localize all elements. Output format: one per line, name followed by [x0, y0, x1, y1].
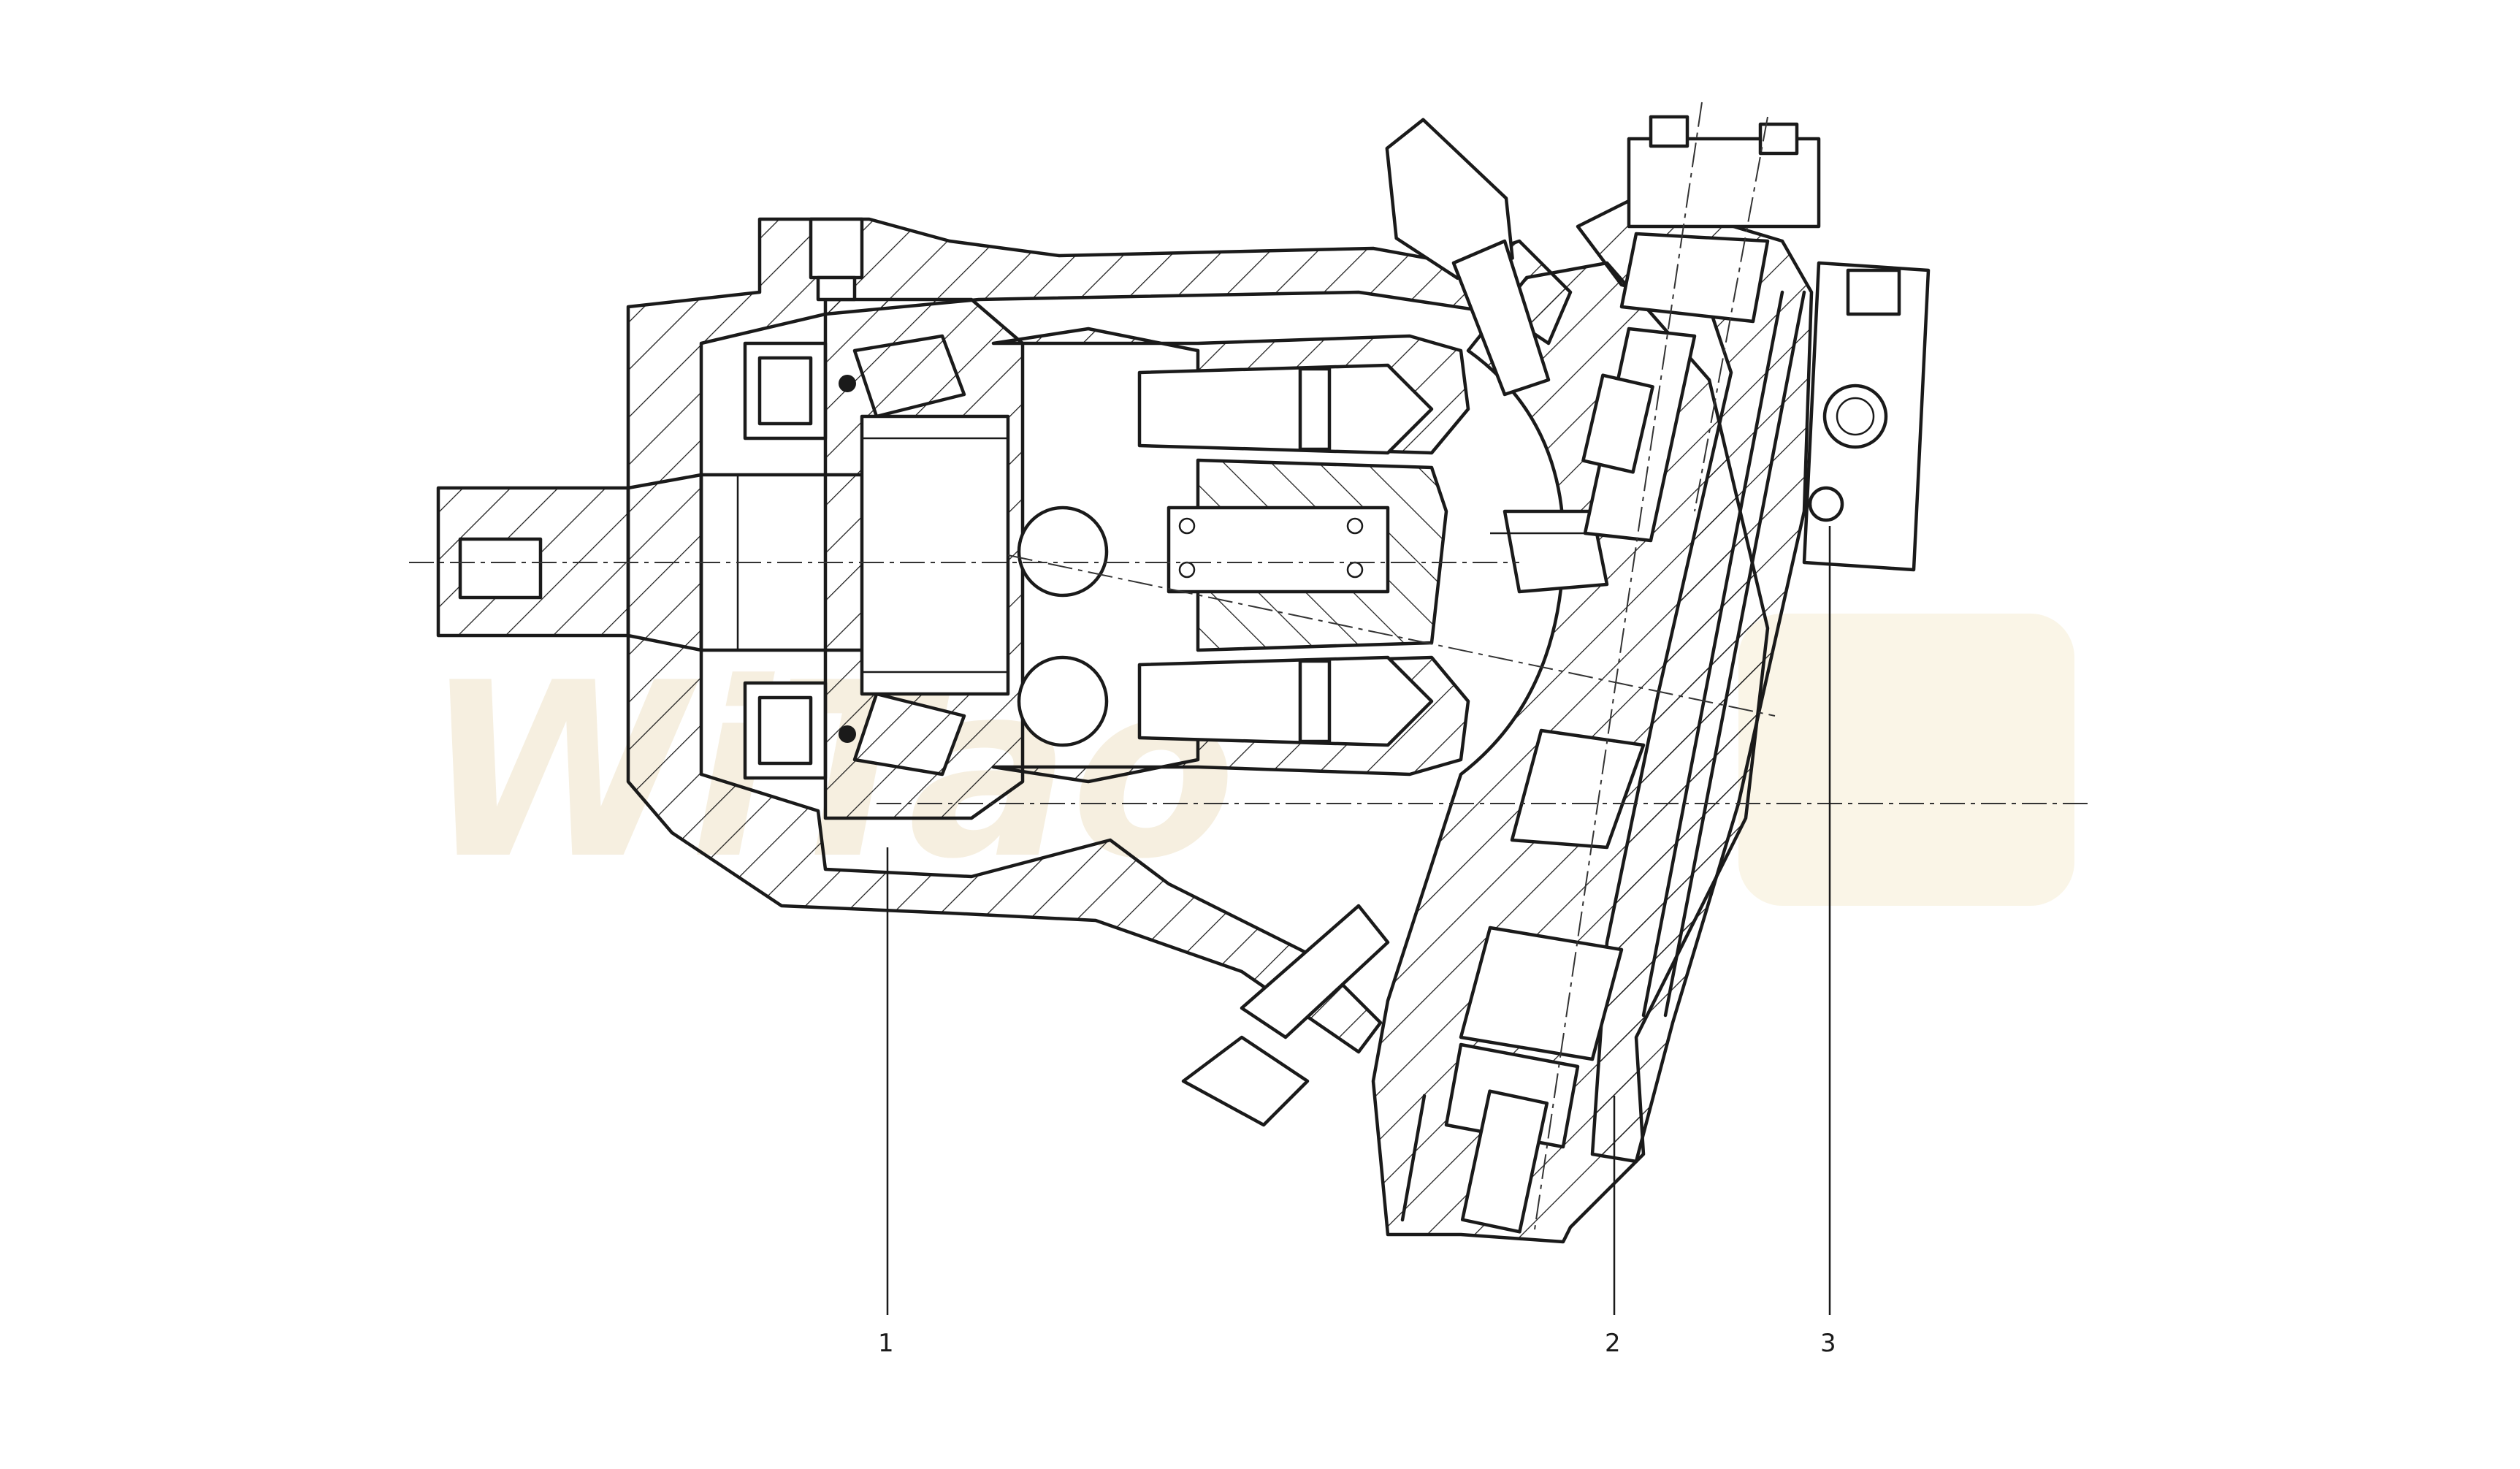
callout-label-3: 3: [1820, 1329, 1836, 1358]
callout-label-1: 1: [878, 1329, 894, 1358]
lower-control-piston: [1400, 728, 1646, 1234]
upper-bolt: [1385, 118, 1551, 397]
callout-3: 3: [1820, 526, 1836, 1358]
callout-label-2: 2: [1605, 1329, 1621, 1358]
callout-2: 2: [1605, 1096, 1621, 1358]
cylinder-block: [991, 327, 1470, 784]
vent-plug: [809, 217, 864, 302]
callout-1: 1: [878, 847, 894, 1358]
drive-flange: [823, 297, 1025, 820]
control-valve-body: [1576, 115, 1931, 1164]
lower-bolt: [1181, 904, 1390, 1127]
centerlines: [409, 102, 2089, 1235]
